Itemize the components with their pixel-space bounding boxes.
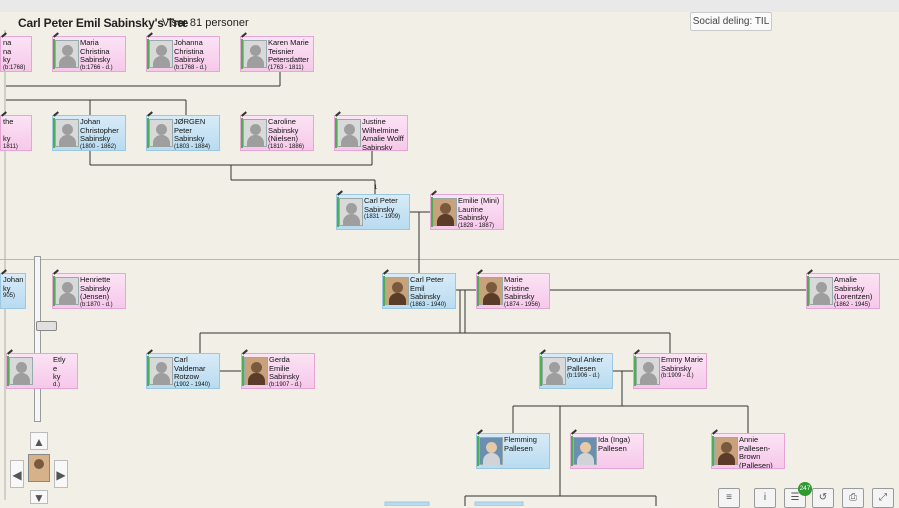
person-silhouette-icon xyxy=(339,198,363,226)
person-card[interactable]: Carl Peter Emil Sabinsky(1863 - 1940) xyxy=(382,273,456,309)
pan-up-icon[interactable]: ▲ xyxy=(30,432,48,450)
person-card[interactable]: Gerda Emilie Sabinsky(b:1907 - d.) xyxy=(241,353,315,389)
card-green-edge xyxy=(53,39,55,69)
people-count: Viser 81 personer xyxy=(162,17,249,29)
card-green-edge xyxy=(147,356,149,386)
person-card[interactable]: Flemming Pallesen xyxy=(476,433,550,469)
person-card[interactable]: Carl Valdemar Rotzow(1902 - 1940) xyxy=(146,353,220,389)
card-green-edge xyxy=(335,118,337,148)
card-green-edge xyxy=(540,356,542,386)
person-silhouette-icon xyxy=(243,40,267,68)
person-card[interactable]: na na ky(b:1768) xyxy=(0,36,32,72)
social-sharing-button[interactable]: Social deling: TIL xyxy=(690,12,772,31)
person-silhouette-icon xyxy=(149,40,173,68)
person-silhouette-icon xyxy=(149,119,173,147)
card-green-edge xyxy=(383,276,385,306)
person-card[interactable]: JØRGEN Peter Sabinsky(1803 - 1884) xyxy=(146,115,220,151)
card-green-edge xyxy=(477,436,479,466)
person-card[interactable]: Henriette Sabinsky (Jensen)(b:1870 - d.) xyxy=(52,273,126,309)
person-silhouette-icon xyxy=(542,357,566,385)
person-photo xyxy=(479,277,503,305)
person-card[interactable]: Justine Wilhelmine Amalie Wolff Sabinsky xyxy=(334,115,408,151)
person-photo xyxy=(244,357,268,385)
person-card[interactable]: Maria Christina Sabinsky(b:1766 - d.) xyxy=(52,36,126,72)
person-silhouette-icon xyxy=(55,40,79,68)
card-green-edge xyxy=(634,356,636,386)
person-silhouette-icon xyxy=(55,277,79,305)
person-card[interactable]: Johan Christopher Sabinsky(1800 - 1862) xyxy=(52,115,126,151)
card-green-edge xyxy=(53,118,55,148)
card-green-edge xyxy=(431,197,433,227)
card-green-edge xyxy=(147,118,149,148)
card-green-edge xyxy=(242,356,244,386)
card-green-edge xyxy=(807,276,809,306)
card-green-edge xyxy=(477,276,479,306)
generation-mark: 1 xyxy=(374,185,378,191)
card-green-edge xyxy=(571,436,573,466)
person-silhouette-icon xyxy=(243,119,267,147)
home-person-thumbnail[interactable] xyxy=(28,454,50,482)
person-card[interactable]: Johanna Christina Sabinsky(b:1768 - d.) xyxy=(146,36,220,72)
person-photo xyxy=(573,437,597,465)
person-card[interactable]: Caroline Sabinsky (Nielsen)(1810 - 1886) xyxy=(240,115,314,151)
print-icon[interactable]: ⎙ xyxy=(842,488,864,508)
person-silhouette-icon xyxy=(809,277,833,305)
card-green-edge xyxy=(241,39,243,69)
hints-count-badge: 247 xyxy=(798,482,812,496)
zoom-slider[interactable] xyxy=(26,250,57,428)
person-card[interactable]: Annie Pallesen-Brown (Pallesen) xyxy=(711,433,785,469)
card-green-edge xyxy=(7,356,9,386)
person-photo xyxy=(714,437,738,465)
person-silhouette-icon xyxy=(9,357,33,385)
navigation-control: ▲ ◀ ▶ ▼ xyxy=(8,432,70,506)
pan-left-icon[interactable]: ◀ xyxy=(10,460,24,488)
person-silhouette-icon xyxy=(337,119,361,147)
zoom-handle[interactable] xyxy=(36,321,57,331)
person-photo xyxy=(385,277,409,305)
person-photo xyxy=(479,437,503,465)
history-icon[interactable]: ↺ xyxy=(812,488,834,508)
zoom-track[interactable] xyxy=(34,256,57,422)
person-card[interactable]: Karen Marie Teisnier Petersdatter(1763 -… xyxy=(240,36,314,72)
person-silhouette-icon xyxy=(149,357,173,385)
person-card[interactable]: Marie Kristine Sabinsky(1874 - 1956) xyxy=(476,273,550,309)
left-edge xyxy=(4,30,6,500)
card-green-edge xyxy=(241,118,243,148)
tree-view-icon[interactable]: ≡ xyxy=(718,488,740,508)
person-card[interactable]: Amalie Sabinsky (Lorentzen)(1862 - 1945) xyxy=(806,273,880,309)
card-green-edge xyxy=(337,197,339,227)
person-card[interactable]: Emilie (Mini) Laurine Sabinsky(1828 - 18… xyxy=(430,194,504,230)
info-icon[interactable]: i xyxy=(754,488,776,508)
tree-header xyxy=(0,12,899,34)
fullscreen-icon[interactable]: ⤢ xyxy=(872,488,894,508)
page-title: Carl Peter Emil Sabinsky's Træ xyxy=(18,16,189,30)
person-photo xyxy=(433,198,457,226)
card-green-edge xyxy=(147,39,149,69)
card-green-edge xyxy=(712,436,714,466)
pan-down-icon[interactable]: ▼ xyxy=(30,490,48,505)
person-card[interactable]: Poul Anker Pallesen(b:1906 - d.) xyxy=(539,353,613,389)
pan-right-icon[interactable]: ▶ xyxy=(54,460,68,488)
person-silhouette-icon xyxy=(55,119,79,147)
person-silhouette-icon xyxy=(636,357,660,385)
person-card[interactable]: Ida (Inga) Pallesen xyxy=(570,433,644,469)
person-card[interactable]: Emmy Marie Sabinsky(b:1909 - d.) xyxy=(633,353,707,389)
card-green-edge xyxy=(53,276,55,306)
person-card[interactable]: Carl Peter Sabinsky(1831 - 1909) xyxy=(336,194,410,230)
generation-separator xyxy=(0,259,899,260)
